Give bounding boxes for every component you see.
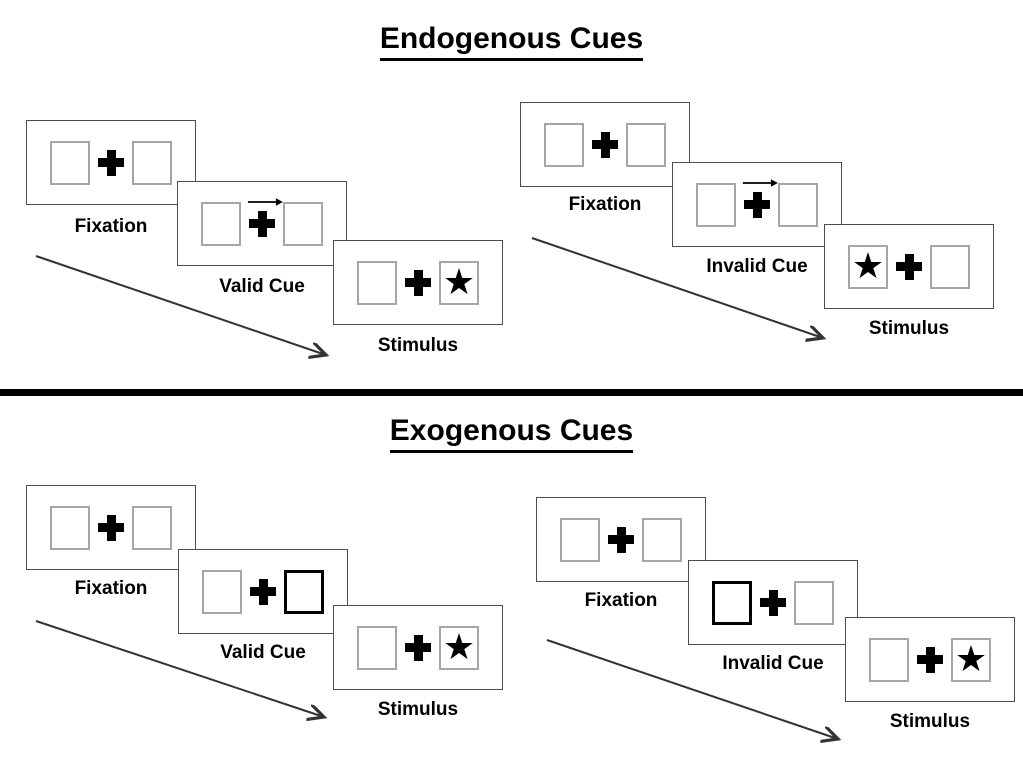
right-placeholder-box bbox=[778, 182, 818, 227]
right-placeholder-box bbox=[283, 201, 323, 246]
timeline-arrow-endogenous-valid bbox=[35, 255, 326, 355]
star-icon: ★ bbox=[954, 637, 988, 679]
left-cue-highlight-box bbox=[712, 580, 752, 625]
timeline-arrow-exogenous-valid bbox=[35, 620, 324, 717]
endogenous-valid-stimulus-panel: ★ bbox=[333, 240, 503, 325]
fixation-cross-icon bbox=[744, 191, 770, 218]
panel-label: Valid Cue bbox=[220, 642, 306, 663]
exogenous-section-title: Exogenous Cues bbox=[0, 414, 1023, 453]
right-placeholder-box bbox=[642, 517, 682, 562]
panel-label: Valid Cue bbox=[219, 276, 305, 297]
right-placeholder-box bbox=[626, 122, 666, 167]
right-placeholder-box bbox=[132, 505, 172, 550]
section-divider bbox=[0, 389, 1023, 396]
fixation-cross-icon bbox=[592, 131, 618, 158]
star-icon: ★ bbox=[442, 260, 476, 302]
panel-label: Fixation bbox=[74, 216, 148, 237]
fixation-cross-icon bbox=[760, 589, 786, 616]
fixation-cross-icon bbox=[98, 514, 124, 541]
right-target-box: ★ bbox=[439, 625, 479, 670]
fixation-cross-icon bbox=[405, 634, 431, 661]
right-target-box: ★ bbox=[951, 637, 991, 682]
endogenous-valid-fixation-panel bbox=[26, 120, 196, 205]
left-placeholder-box bbox=[357, 625, 397, 670]
exogenous-valid-stimulus-panel: ★ bbox=[333, 605, 503, 690]
right-placeholder-box bbox=[794, 580, 834, 625]
panel-label: Stimulus bbox=[889, 711, 971, 732]
exogenous-invalid-cue-panel bbox=[688, 560, 858, 645]
endogenous-invalid-fixation-panel bbox=[520, 102, 690, 187]
right-placeholder-box bbox=[930, 244, 970, 289]
left-placeholder-box bbox=[50, 505, 90, 550]
left-placeholder-box bbox=[201, 201, 241, 246]
cue-arrow-right-icon bbox=[742, 178, 778, 187]
exogenous-valid-cue-panel bbox=[178, 549, 348, 634]
right-placeholder-box bbox=[132, 140, 172, 185]
panel-label: Fixation bbox=[74, 578, 148, 599]
endogenous-valid-cue-panel bbox=[177, 181, 347, 266]
left-placeholder-box bbox=[202, 569, 242, 614]
fixation-cross-icon bbox=[917, 646, 943, 673]
fixation-cross-icon bbox=[98, 149, 124, 176]
fixation-cross-icon bbox=[249, 210, 275, 237]
left-placeholder-box bbox=[50, 140, 90, 185]
endogenous-section-title: Endogenous Cues bbox=[0, 22, 1023, 61]
endogenous-invalid-cue-panel bbox=[672, 162, 842, 247]
timeline-arrow-endogenous-invalid bbox=[531, 237, 823, 338]
endogenous-title-text: Endogenous Cues bbox=[379, 22, 644, 61]
panel-label: Invalid Cue bbox=[706, 256, 808, 277]
left-placeholder-box bbox=[696, 182, 736, 227]
panel-label: Fixation bbox=[584, 590, 658, 611]
left-placeholder-box bbox=[560, 517, 600, 562]
cue-arrow-right-icon bbox=[247, 197, 283, 206]
panel-label: Stimulus bbox=[868, 318, 950, 339]
exogenous-title-text: Exogenous Cues bbox=[389, 414, 634, 453]
right-cue-highlight-box bbox=[284, 569, 324, 614]
star-icon: ★ bbox=[442, 625, 476, 667]
endogenous-invalid-stimulus-panel: ★ bbox=[824, 224, 994, 309]
panel-label: Stimulus bbox=[377, 335, 459, 356]
panel-label: Stimulus bbox=[377, 699, 459, 720]
left-placeholder-box bbox=[357, 260, 397, 305]
left-placeholder-box bbox=[869, 637, 909, 682]
left-placeholder-box bbox=[544, 122, 584, 167]
right-target-box: ★ bbox=[439, 260, 479, 305]
timeline-arrow-exogenous-invalid bbox=[546, 639, 838, 739]
fixation-cross-icon bbox=[250, 578, 276, 605]
exogenous-valid-fixation-panel bbox=[26, 485, 196, 570]
panel-label: Fixation bbox=[568, 194, 642, 215]
fixation-cross-icon bbox=[608, 526, 634, 553]
panel-label: Invalid Cue bbox=[722, 653, 824, 674]
exogenous-invalid-fixation-panel bbox=[536, 497, 706, 582]
fixation-cross-icon bbox=[405, 269, 431, 296]
star-icon: ★ bbox=[851, 244, 885, 286]
fixation-cross-icon bbox=[896, 253, 922, 280]
exogenous-invalid-stimulus-panel: ★ bbox=[845, 617, 1015, 702]
left-target-box: ★ bbox=[848, 244, 888, 289]
